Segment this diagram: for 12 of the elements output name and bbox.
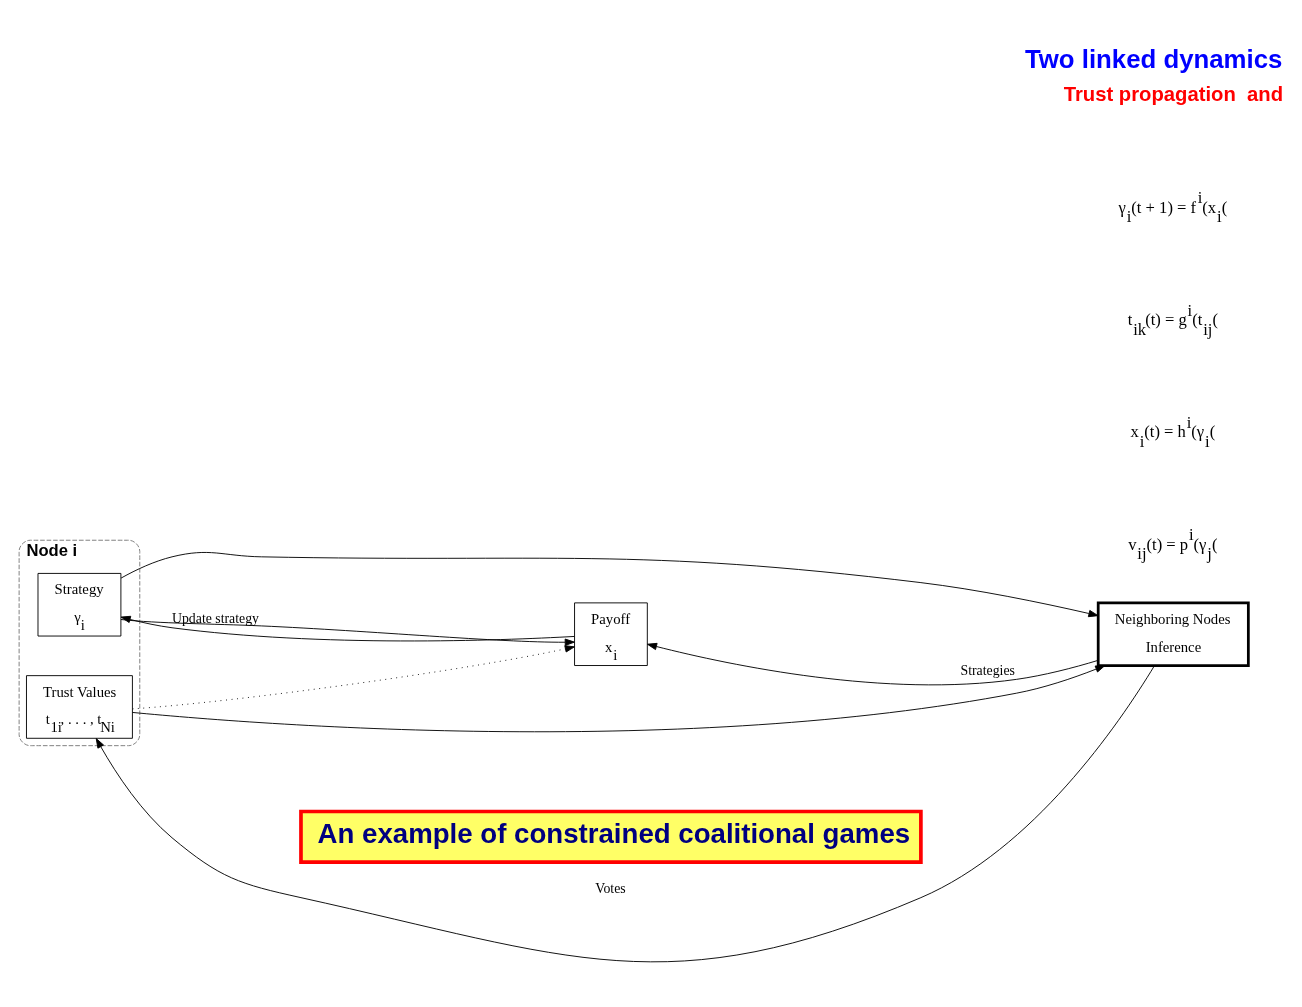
arrow: [646, 642, 1099, 686]
edge-label: Update strategy: [172, 611, 259, 627]
arrow: [132, 645, 575, 710]
arrow: [132, 665, 1106, 733]
node-box: Neighboring Nodes Inference: [1096, 601, 1250, 667]
node-box: An example of constrained coalitional games: [299, 809, 923, 864]
edge-label: Votes: [595, 881, 626, 897]
edge-label: Strategies: [960, 662, 1015, 678]
arrow: [95, 665, 1155, 963]
diagram-title: Two linked dynamics: [1024, 45, 1283, 74]
label: Trust propagation and: [1063, 83, 1284, 106]
arrow: [120, 552, 1099, 618]
